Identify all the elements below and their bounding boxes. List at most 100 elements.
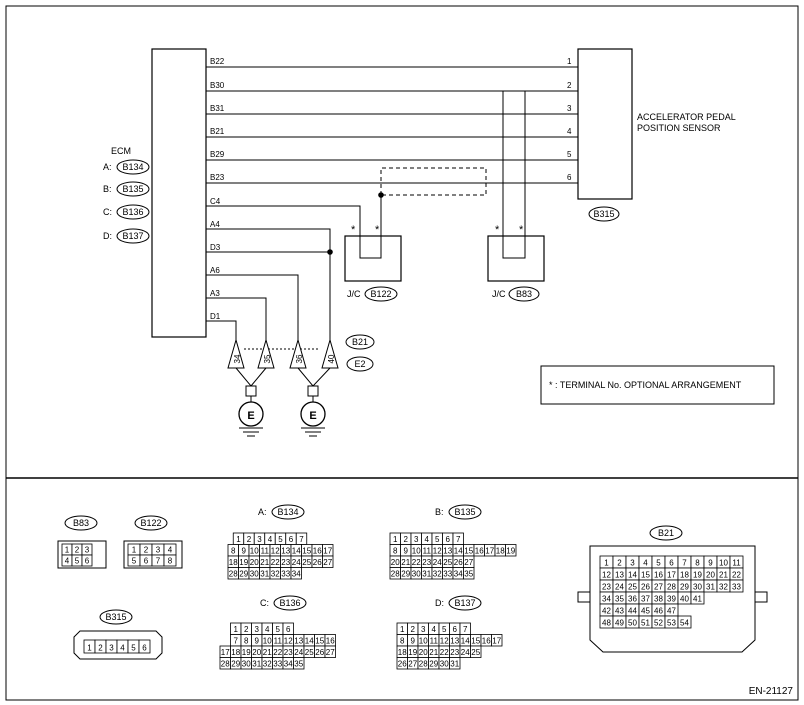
d-pin-18: 18 — [398, 648, 407, 657]
b315-pin-4: 4 — [120, 644, 125, 653]
ecm-connector-c-prefix: C: — [103, 207, 112, 217]
pin-label-c4: C4 — [210, 197, 221, 206]
d-view-label: D:B137 — [435, 595, 482, 611]
c-view-label: C:B136 — [260, 595, 307, 611]
a-pin-34: 34 — [292, 570, 301, 579]
sensor-pin-3: 3 — [567, 104, 572, 113]
pin-label-b31: B31 — [210, 104, 225, 113]
b122-pin-8: 8 — [168, 557, 173, 566]
ground-terminal-40: 40 — [321, 338, 339, 369]
b-view-prefix: B: — [435, 507, 444, 517]
b-view-label: B: B135 — [435, 504, 482, 520]
sensor-name-line2: POSITION SENSOR — [637, 123, 721, 133]
b-pin-27: 27 — [464, 558, 473, 567]
d-pin-9: 9 — [411, 637, 416, 646]
a-pin-26: 26 — [313, 558, 322, 567]
b122-view-code: B122 — [140, 518, 161, 528]
d-pin-19: 19 — [408, 648, 417, 657]
b21-pin-24: 24 — [615, 583, 624, 592]
c-pin-17: 17 — [221, 648, 230, 657]
ecm-connector-a-oval — [116, 159, 150, 175]
wire-a4 — [206, 228, 331, 340]
b21-pin-38: 38 — [654, 595, 663, 604]
b83-pin-6: 6 — [85, 557, 90, 566]
b-view-code: B135 — [454, 507, 475, 517]
b21-pin-37: 37 — [641, 595, 650, 604]
b122-pin-5: 5 — [132, 557, 137, 566]
b21-pin-45: 45 — [641, 607, 650, 616]
b315-pin-6: 6 — [142, 644, 147, 653]
b21-pin-10: 10 — [719, 559, 728, 568]
a-pin-4: 4 — [268, 535, 273, 544]
b-pin-29: 29 — [401, 570, 410, 579]
b21-pin-26: 26 — [641, 583, 650, 592]
b21-view-label: B21 — [649, 525, 683, 541]
pin-label-b21: B21 — [210, 127, 225, 136]
c-pin-32: 32 — [263, 660, 272, 669]
d-pin-10: 10 — [419, 637, 428, 646]
b21-pin-8: 8 — [695, 559, 700, 568]
b21-pin-14: 14 — [628, 571, 637, 580]
b21-pin-19: 19 — [693, 571, 702, 580]
c-pin-31: 31 — [252, 660, 261, 669]
b21-pin-35: 35 — [615, 595, 624, 604]
b122-pin-6: 6 — [144, 557, 149, 566]
shield-splice-dot — [378, 192, 384, 198]
a-pin-25: 25 — [302, 558, 311, 567]
b-pin-14: 14 — [454, 547, 463, 556]
ecm-connector-d-prefix: D: — [103, 231, 112, 241]
b21-pin-32: 32 — [719, 583, 728, 592]
c-pin-6: 6 — [286, 625, 291, 634]
b21-pin-39: 39 — [667, 595, 676, 604]
jc-b122-mark-2: * — [375, 224, 380, 236]
b21-pin-3: 3 — [630, 559, 635, 568]
b315-pin-1: 1 — [87, 644, 92, 653]
b-pin-18: 18 — [496, 547, 505, 556]
c-pin-4: 4 — [265, 625, 270, 634]
a-view-code: B134 — [277, 507, 298, 517]
ecm-connector-d-code: B137 — [122, 231, 143, 241]
d-pin-23: 23 — [450, 648, 459, 657]
ecm-title: ECM — [111, 146, 131, 156]
a-pin-31: 31 — [260, 570, 269, 579]
b122-pin-4: 4 — [168, 546, 173, 555]
d-pin-11: 11 — [430, 637, 439, 646]
b21-pin-31: 31 — [706, 583, 715, 592]
b21-code: B21 — [352, 337, 368, 347]
b21-pin-53: 53 — [667, 619, 676, 628]
note-box — [540, 365, 775, 405]
b-pin-21: 21 — [401, 558, 410, 567]
b21-pin-50: 50 — [628, 619, 637, 628]
b21-pin-1: 1 — [604, 559, 609, 568]
b21-pin-13: 13 — [615, 571, 624, 580]
a-pin-29: 29 — [239, 570, 248, 579]
c-pin-2: 2 — [244, 625, 249, 634]
b21-pin-41: 41 — [693, 595, 702, 604]
c-pin-33: 33 — [273, 660, 282, 669]
c-pin-9: 9 — [255, 637, 260, 646]
d-view-code: B137 — [454, 598, 475, 608]
b-pin-33: 33 — [443, 570, 452, 579]
a-pin-32: 32 — [271, 570, 280, 579]
jc-b122-mark-1: * — [351, 224, 356, 236]
c-pin-18: 18 — [231, 648, 240, 657]
a-pin-28: 28 — [229, 570, 238, 579]
d-pin-5: 5 — [442, 625, 447, 634]
sensor-pin-6: 6 — [567, 173, 572, 182]
b-pin-11: 11 — [423, 547, 432, 556]
a-pin-18: 18 — [229, 558, 238, 567]
b315-view-label: B315 — [99, 609, 133, 625]
pin-label-b30: B30 — [210, 81, 225, 90]
jc-b122-code: B122 — [370, 289, 391, 299]
a-pin-33: 33 — [281, 570, 290, 579]
b21-pin-44: 44 — [628, 607, 637, 616]
b-pin-6: 6 — [446, 535, 451, 544]
b-pin-19: 19 — [506, 547, 515, 556]
c-pin-26: 26 — [315, 648, 324, 657]
ground-symbol-left: E — [235, 367, 267, 437]
b-pin-16: 16 — [475, 547, 484, 556]
pin-label-b22: B22 — [210, 57, 225, 66]
